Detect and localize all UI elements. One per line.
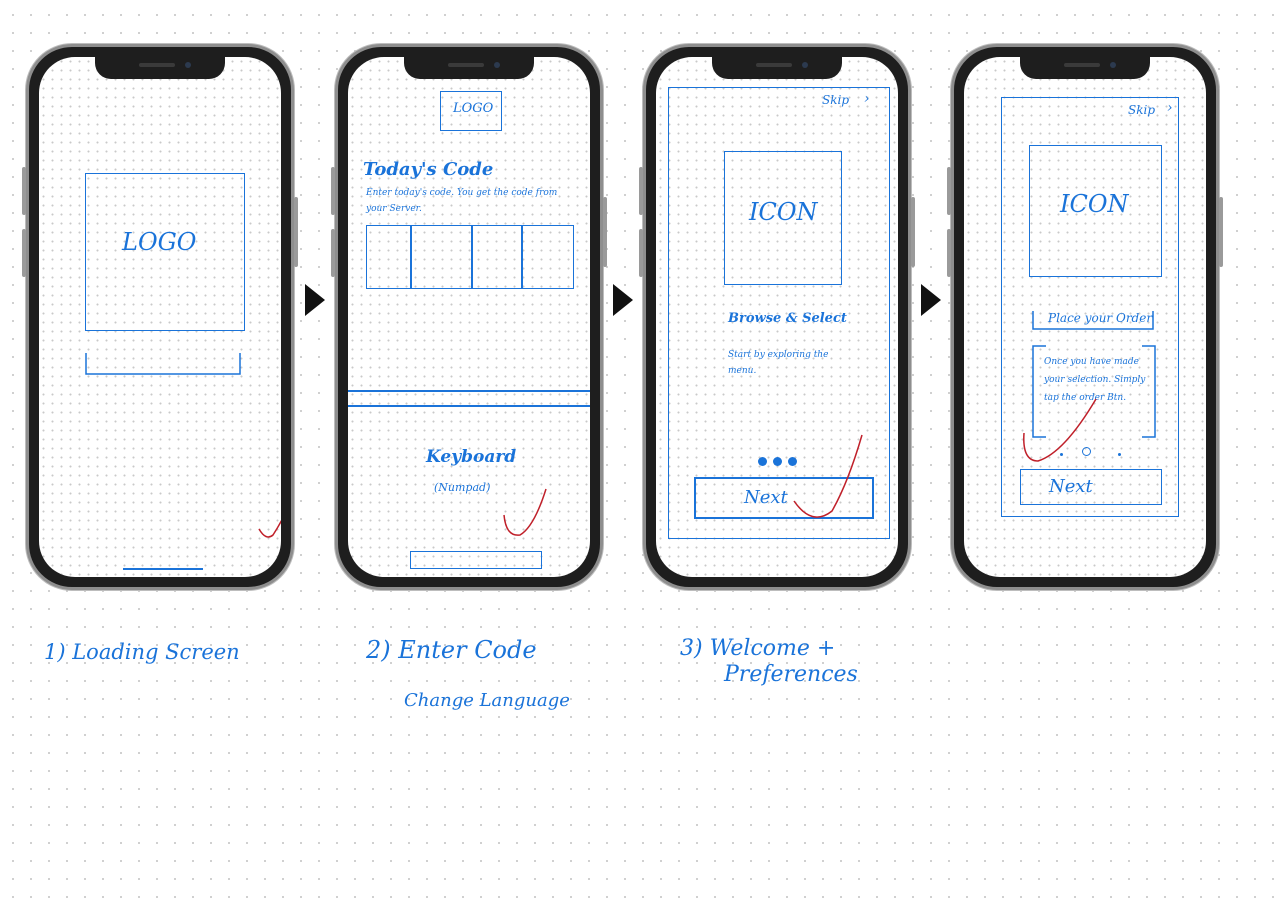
code-input-group[interactable] xyxy=(366,225,574,289)
heading-bracket xyxy=(1032,311,1154,330)
icon-box: ICON xyxy=(1029,145,1162,277)
code-digit-divider xyxy=(471,226,473,288)
step-note-2: 2) Enter Code xyxy=(366,636,537,664)
checkmark-icon xyxy=(793,434,863,518)
home-indicator xyxy=(123,568,203,570)
phone-notch xyxy=(95,57,225,79)
code-digit-divider xyxy=(521,226,523,288)
body-brackets xyxy=(1032,345,1156,438)
next-button[interactable]: Next xyxy=(1020,469,1162,505)
keyboard-top-line xyxy=(348,390,590,392)
step-note-1: 1) Loading Screen xyxy=(44,640,240,664)
next-button[interactable]: Next xyxy=(694,477,874,519)
keyboard-label: Keyboard xyxy=(426,447,517,467)
page-dot xyxy=(1118,453,1121,456)
skip-link[interactable]: Skip xyxy=(822,93,850,107)
page-dot-active xyxy=(1082,447,1091,456)
page-dot xyxy=(788,457,797,466)
code-digit-divider xyxy=(410,226,412,288)
checkmark-icon xyxy=(503,488,547,536)
numpad-label: (Numpad) xyxy=(434,481,491,494)
icon-label: ICON xyxy=(749,198,818,226)
checkmark-icon xyxy=(1023,398,1097,462)
phone-loading-screen: LOGO xyxy=(22,44,298,590)
phone-enter-code: LOGO Today's Code Enter today's code. Yo… xyxy=(331,44,607,590)
onboarding-frame xyxy=(1001,97,1179,517)
icon-label: ICON xyxy=(1060,190,1129,218)
next-label: Next xyxy=(744,487,788,508)
logo-label: LOGO xyxy=(122,228,197,256)
phone-welcome: Skip › ICON Browse & Select Start by exp… xyxy=(639,44,915,590)
welcome-screen: Skip › ICON Browse & Select Start by exp… xyxy=(656,57,898,577)
order-body: Once you have made your selection. Simpl… xyxy=(1044,357,1146,403)
logo-label: LOGO xyxy=(453,101,494,116)
phone-notch xyxy=(1020,57,1150,79)
onboarding-frame xyxy=(668,87,890,539)
phone-notch xyxy=(712,57,842,79)
code-title: Today's Code xyxy=(363,159,494,180)
page-dot xyxy=(773,457,782,466)
icon-box: ICON xyxy=(724,151,842,285)
chevron-right-icon: › xyxy=(1167,100,1173,116)
flow-arrow-2 xyxy=(613,284,633,316)
browse-heading: Browse & Select xyxy=(728,311,847,326)
flow-arrow-3 xyxy=(921,284,941,316)
order-heading: Place your Order xyxy=(1048,311,1153,325)
progress-bracket xyxy=(85,353,241,375)
chevron-right-icon: › xyxy=(864,91,870,107)
code-instructions: Enter today's code. You get the code fro… xyxy=(366,188,558,214)
step-note-3-sub: Preferences xyxy=(724,662,858,687)
step-note-3: 3) Welcome + xyxy=(680,636,836,661)
loading-screen: LOGO xyxy=(39,57,281,577)
skip-link[interactable]: Skip xyxy=(1128,103,1156,117)
order-screen: Skip › ICON Place your Order Once you ha… xyxy=(964,57,1206,577)
logo-box: LOGO xyxy=(85,173,245,331)
logo-box-small: LOGO xyxy=(440,91,502,131)
next-label: Next xyxy=(1049,476,1093,497)
page-dot xyxy=(1060,453,1063,456)
language-bar[interactable] xyxy=(410,551,542,569)
flow-arrow-1 xyxy=(305,284,325,316)
checkmark-icon xyxy=(258,519,281,538)
page-dot xyxy=(758,457,767,466)
enter-code-screen: LOGO Today's Code Enter today's code. Yo… xyxy=(348,57,590,577)
browse-body: Start by exploring the menu. xyxy=(728,350,829,376)
phone-order: Skip › ICON Place your Order Once you ha… xyxy=(947,44,1223,590)
step-note-2-sub: Change Language xyxy=(404,690,570,711)
phone-notch xyxy=(404,57,534,79)
keyboard-top-line xyxy=(348,405,590,407)
